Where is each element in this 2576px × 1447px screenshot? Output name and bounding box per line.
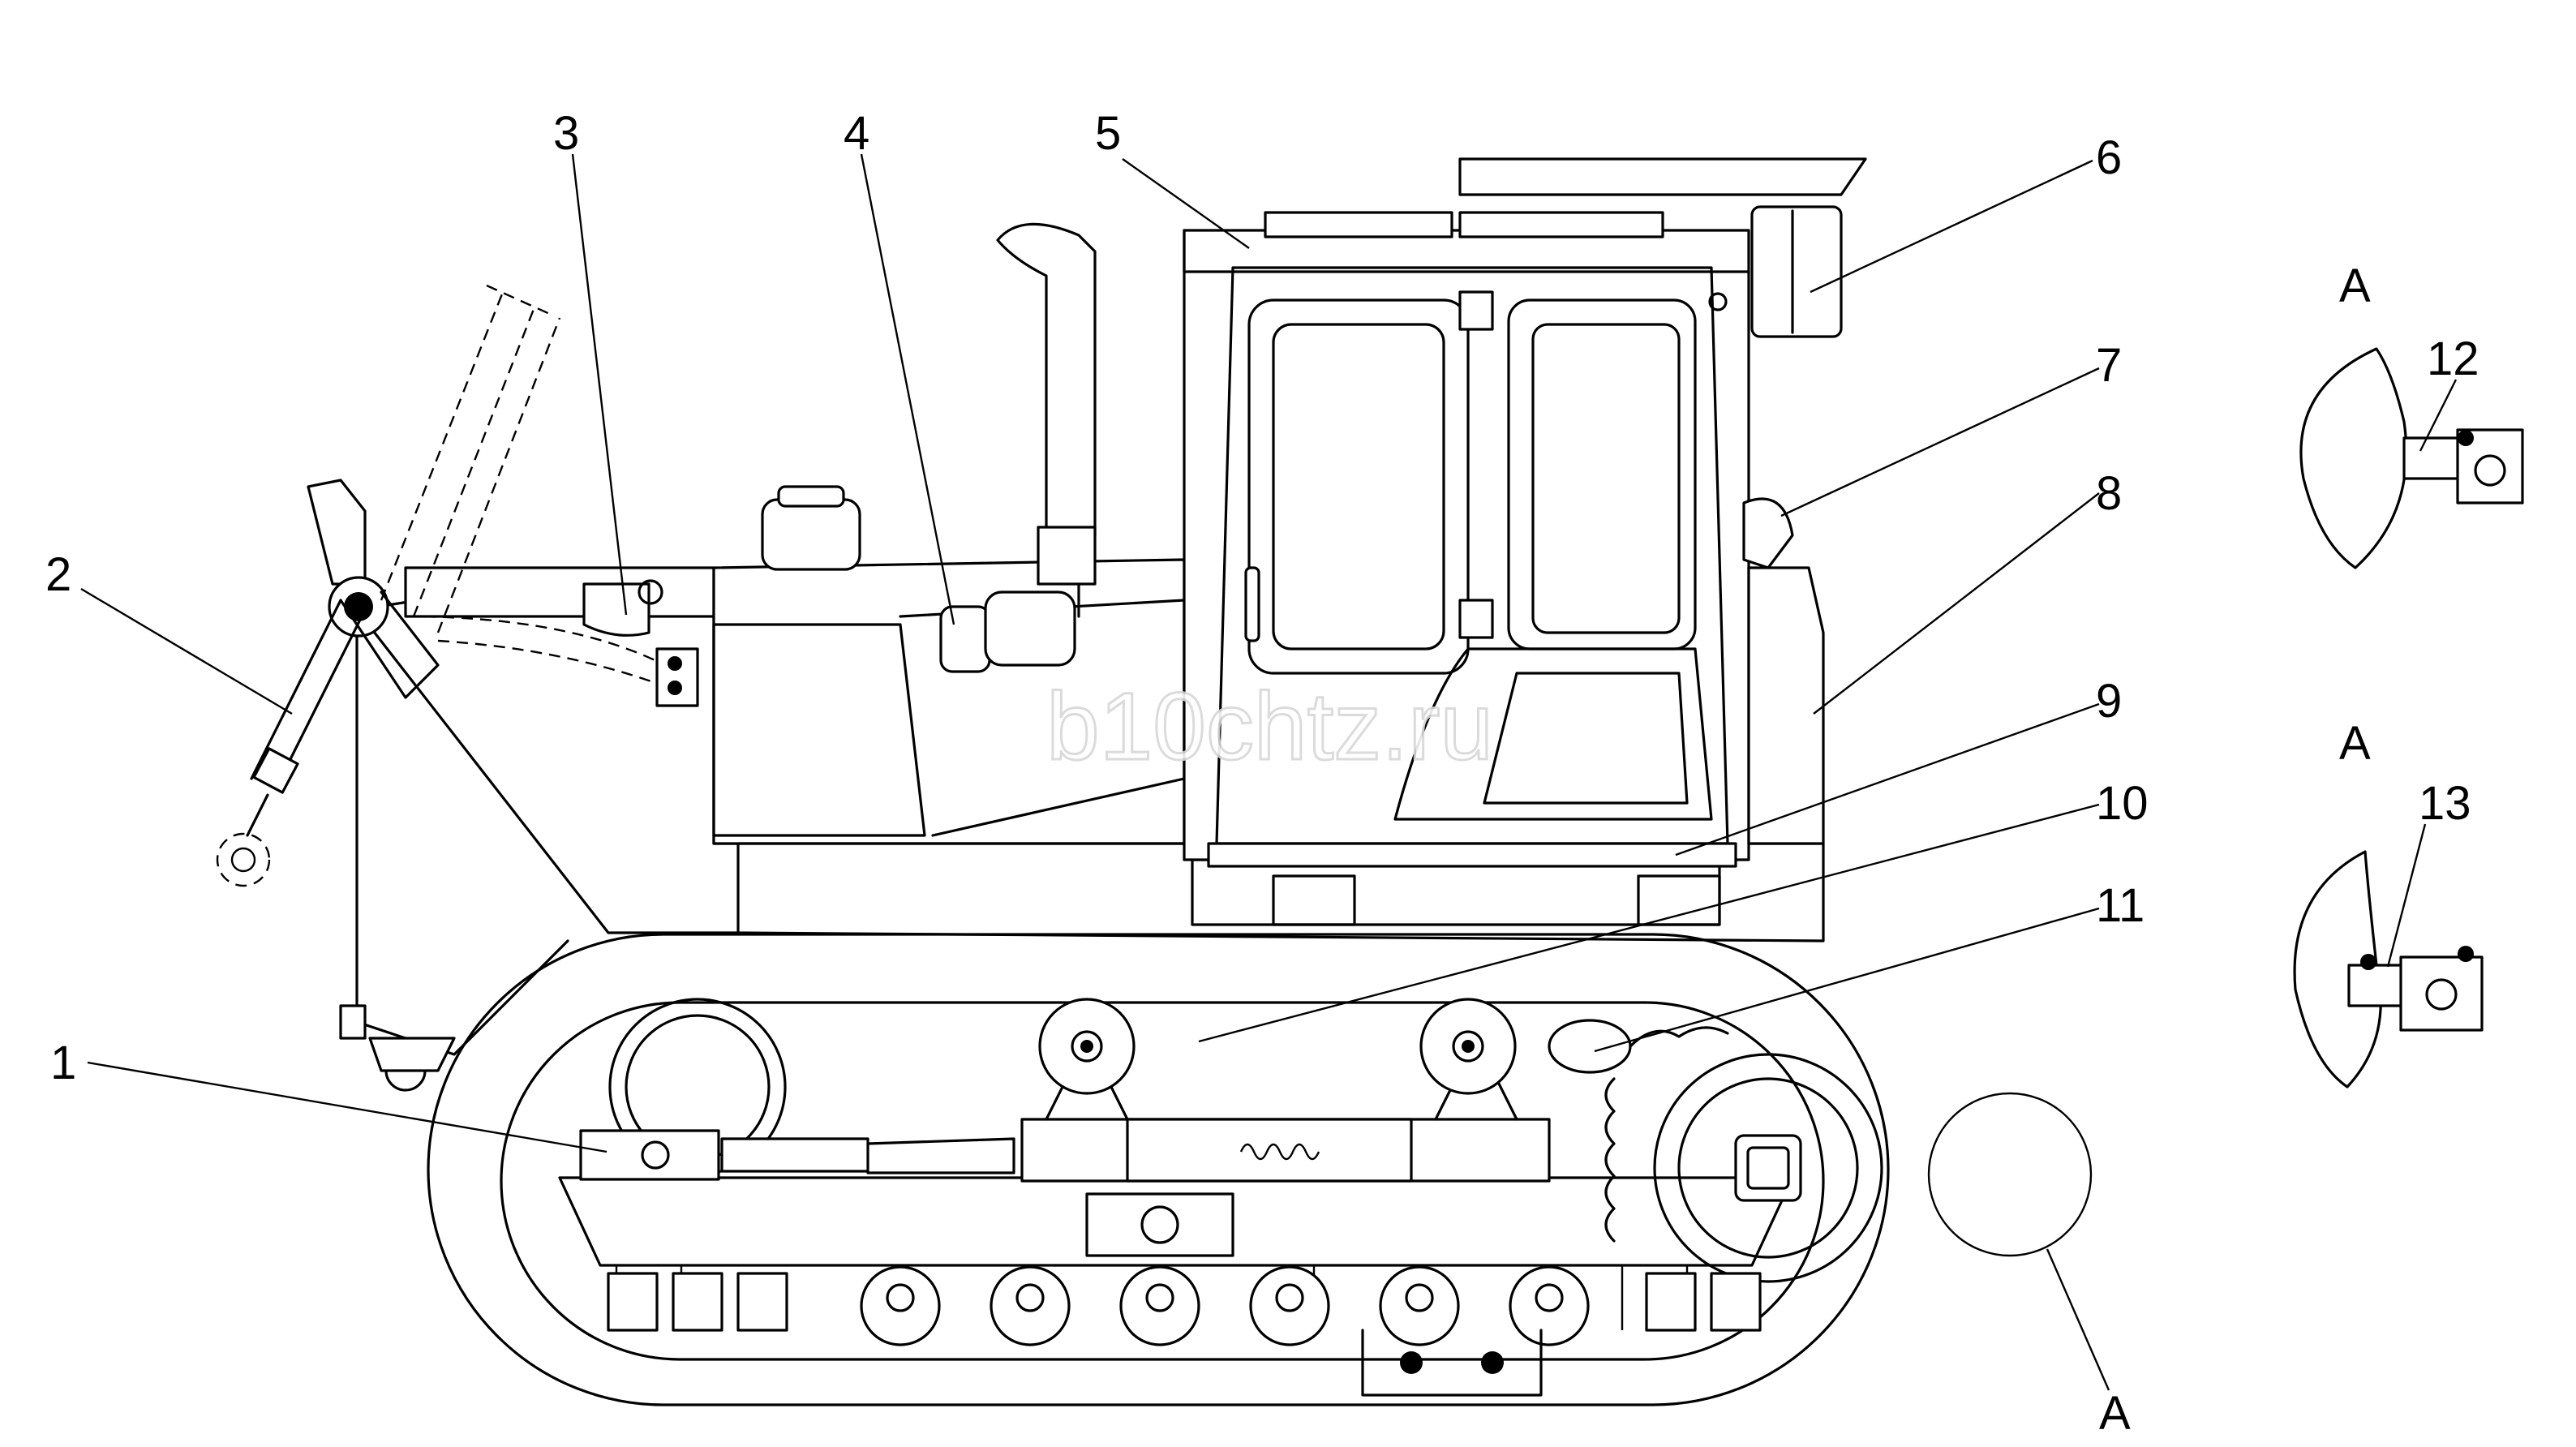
detail-marker-label: A — [2099, 1387, 2131, 1440]
carrier-roller-rear — [1419, 998, 1518, 1121]
exhaust-stack — [996, 222, 1097, 618]
cylinder-raised-ghost — [380, 284, 561, 633]
detail-view-13: A — [2293, 717, 2484, 1088]
callout-13: 13 — [2419, 777, 2471, 830]
drive-sprocket — [1548, 1019, 1883, 1283]
callout-3: 3 — [553, 107, 579, 160]
recoil-mechanism — [579, 1129, 1015, 1181]
callout-7: 7 — [2096, 339, 2122, 392]
callout-2: 2 — [45, 548, 71, 601]
detail-view-upper-label: A — [2339, 260, 2371, 312]
track-shoe-detail — [1361, 1329, 1543, 1397]
operator-cab — [1183, 157, 1867, 868]
callout-12: 12 — [2427, 333, 2479, 385]
callout-9: 9 — [2096, 675, 2122, 728]
leader-lines — [80, 153, 2100, 1153]
track-rollers — [607, 1265, 1762, 1346]
detail-view-lower-label: A — [2339, 717, 2371, 770]
hydraulic-lines — [405, 615, 699, 707]
hydraulic-cylinder — [216, 599, 367, 887]
detail-view-12: A — [2299, 260, 2524, 569]
hood-bracket — [582, 579, 663, 637]
air-cleaner-housing — [939, 590, 1076, 673]
callout-8: 8 — [2096, 467, 2122, 520]
cab-side-panel — [1742, 497, 1825, 845]
watermark-text: b10chtz.ru — [1046, 673, 1493, 780]
rear-hitch — [339, 1004, 456, 1092]
front-cylinder-bracket — [307, 479, 440, 699]
callout-10: 10 — [2096, 777, 2149, 830]
track-frame — [558, 1118, 1794, 1267]
callout-1: 1 — [50, 1037, 76, 1089]
callout-4: 4 — [844, 107, 869, 160]
callout-11: 11 — [2096, 879, 2145, 932]
detail-a-marker: A — [1927, 1092, 2131, 1440]
callout-5: 5 — [1095, 107, 1121, 160]
carrier-roller-front — [1038, 998, 1136, 1121]
callout-6: 6 — [2096, 131, 2122, 184]
callout-numbers: 1 2 3 4 5 6 7 8 9 10 11 12 13 — [45, 107, 2479, 1089]
